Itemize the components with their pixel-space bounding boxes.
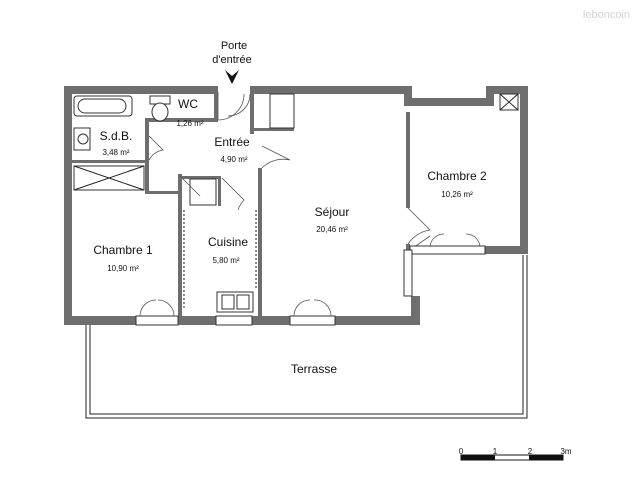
entrance-arrow-icon	[225, 70, 239, 84]
scale-tick-label: 2	[528, 447, 533, 456]
room-area-wc: 1,26 m²	[176, 119, 203, 128]
room-name-chambre1: Chambre 1	[93, 243, 153, 257]
kitchen-sink	[216, 291, 254, 313]
room-name-chambre2: Chambre 2	[427, 169, 487, 183]
closets	[189, 93, 519, 206]
room-name-wc: WC	[178, 97, 198, 111]
interior-walls	[72, 86, 410, 316]
room-name-sdb: S.d.B.	[100, 129, 133, 143]
room-area-entree: 4,90 m²	[220, 155, 247, 164]
room-name-terrasse: Terrasse	[291, 362, 337, 376]
scale-bar	[460, 454, 564, 461]
room-name-entree: Entrée	[214, 135, 250, 149]
terrace-outline	[85, 255, 528, 419]
room-area-sejour: 20,46 m²	[316, 225, 348, 234]
windows	[135, 233, 486, 326]
room-area-chambre2: 10,26 m²	[441, 190, 473, 199]
room-area-chambre1: 10,90 m²	[107, 264, 139, 273]
shower	[73, 165, 145, 191]
exterior-walls	[64, 86, 528, 325]
watermark: leboncoin	[583, 9, 630, 21]
entrance-label-line2: d'entrée	[212, 54, 251, 66]
scale-tick-label: 3m	[560, 447, 571, 456]
room-area-sdb: 3,48 m²	[102, 148, 129, 157]
bathtub	[73, 95, 133, 117]
toilet	[149, 95, 171, 122]
room-area-cuisine: 5,80 m²	[212, 256, 239, 265]
kitchen-partition	[183, 210, 257, 310]
room-name-cuisine: Cuisine	[208, 235, 248, 249]
scale-tick-label: 0	[459, 447, 464, 456]
room-name-sejour: Séjour	[315, 205, 350, 219]
washbasin	[73, 127, 91, 151]
entrance-label-line1: Porte	[221, 40, 247, 52]
scale-tick-label: 1	[493, 447, 498, 456]
